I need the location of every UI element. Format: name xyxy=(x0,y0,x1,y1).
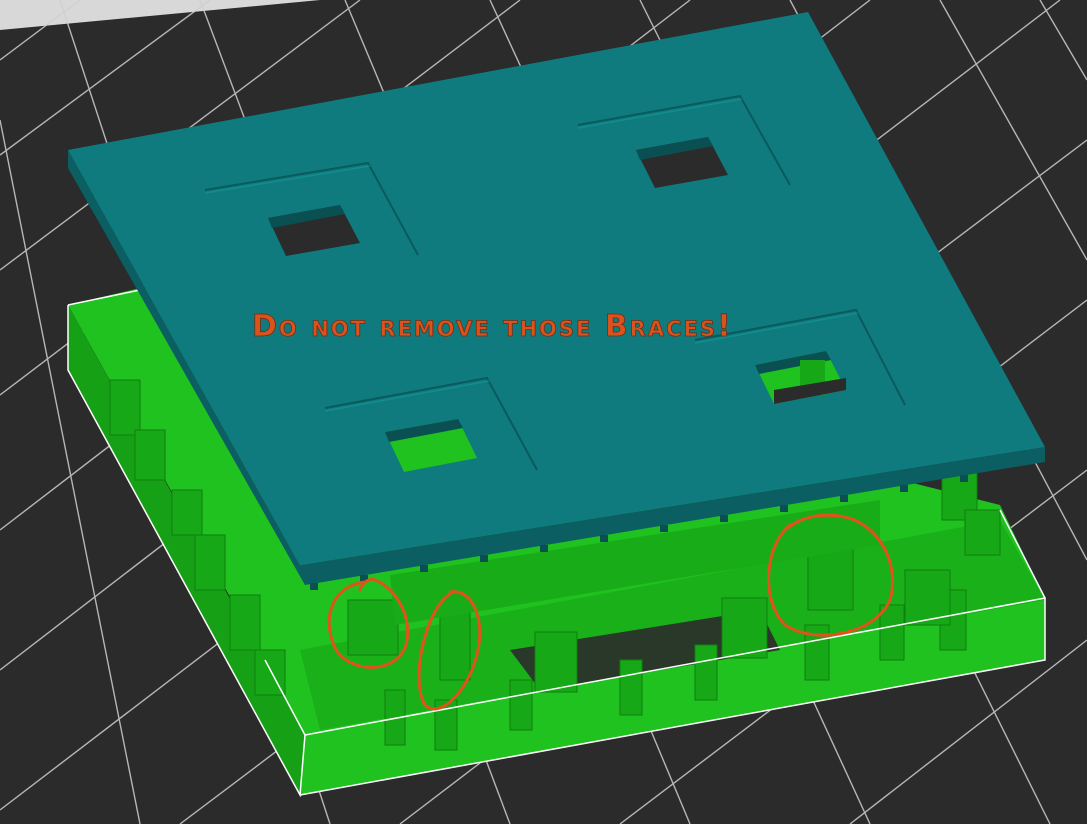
support-beam xyxy=(390,500,880,625)
top-edge-strip xyxy=(0,0,320,30)
cover-holes xyxy=(268,137,846,472)
annotation-text: Do not remove those Braces! xyxy=(252,309,733,344)
support-base-front-face xyxy=(300,598,1045,795)
highlight-circle-right xyxy=(767,513,895,637)
highlight-circle-left xyxy=(327,578,410,669)
highlight-circles xyxy=(327,513,895,711)
highlight-circle-middle xyxy=(417,590,482,711)
cover-plate-top xyxy=(68,12,1045,565)
cover-plate xyxy=(68,12,1045,590)
